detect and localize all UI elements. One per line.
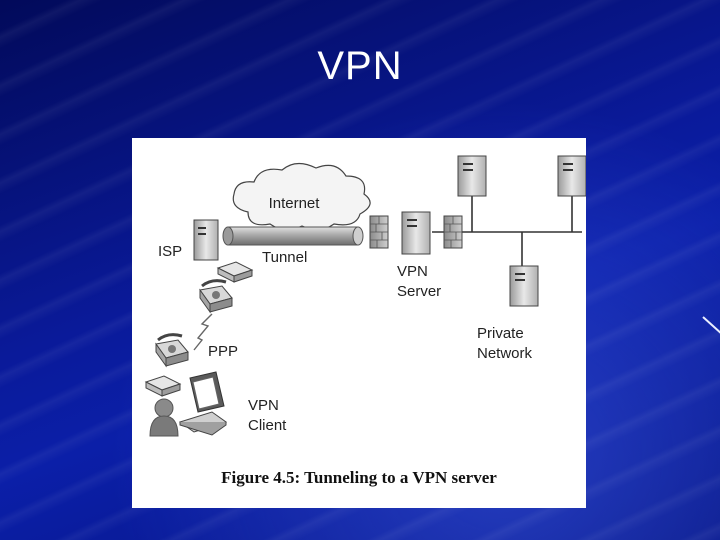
vpn-client-label-line1: VPN xyxy=(248,397,279,414)
private-network-label-line1: Private xyxy=(477,325,524,342)
firewall-right-icon xyxy=(443,215,463,249)
client-phone-icon xyxy=(155,333,189,368)
figure-panel: Internet Tunnel ISP xyxy=(132,138,586,508)
decorative-slash xyxy=(702,316,720,336)
vpn-diagram: Internet Tunnel ISP xyxy=(144,155,586,437)
tunnel-label: Tunnel xyxy=(262,249,307,266)
isp-modem-icon xyxy=(216,261,254,283)
private-server-2-icon xyxy=(557,155,586,197)
dialup-link-icon xyxy=(193,313,213,351)
vpn-server-icon xyxy=(401,211,431,255)
slide-title: VPN xyxy=(317,44,403,88)
ppp-label: PPP xyxy=(208,343,238,360)
isp-phone-icon xyxy=(199,279,233,314)
vpn-client-label-line2: Client xyxy=(248,417,287,434)
firewall-left-icon xyxy=(369,215,389,249)
figure-caption: Figure 4.5: Tunneling to a VPN server xyxy=(221,468,497,487)
private-server-1-icon xyxy=(457,155,487,197)
vpn-server-label-line2: Server xyxy=(397,283,441,300)
vpn-server-label-line1: VPN xyxy=(397,263,428,280)
isp-server-icon xyxy=(193,219,219,261)
isp-label: ISP xyxy=(158,243,182,260)
tunnel-pipe xyxy=(222,226,364,246)
private-server-3-icon xyxy=(509,265,539,307)
user-avatar-icon xyxy=(149,398,179,437)
laptop-icon xyxy=(178,371,228,436)
private-network-label-line2: Network xyxy=(477,345,533,362)
client-modem-icon xyxy=(144,375,182,397)
internet-label: Internet xyxy=(269,195,321,212)
